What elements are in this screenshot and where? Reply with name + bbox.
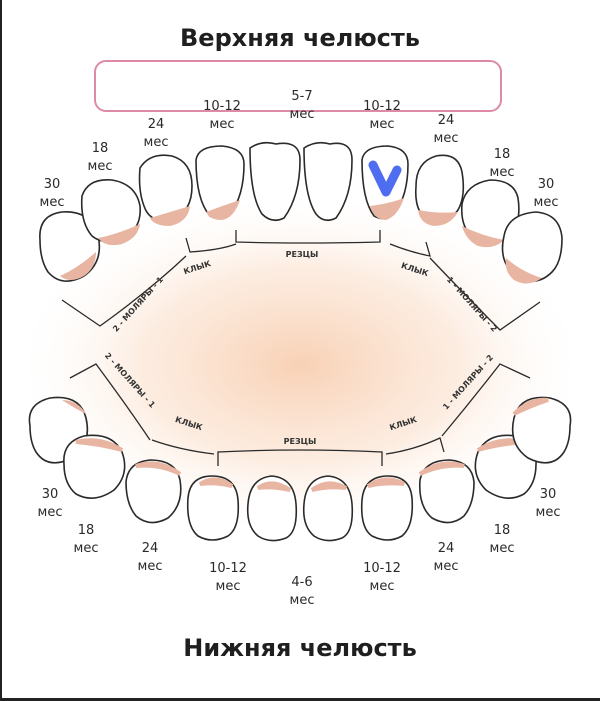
- left-border: [0, 0, 2, 701]
- age-value: 24: [148, 117, 165, 132]
- mouth-glow: [10, 190, 590, 540]
- age-value: 18: [78, 523, 95, 538]
- age-unit: мес: [534, 195, 559, 210]
- age-value: 24: [438, 541, 455, 556]
- upper-age-second-molar-left: 30 мес: [40, 177, 65, 210]
- age-value: 10-12: [203, 99, 241, 114]
- age-value: 10-12: [363, 99, 401, 114]
- age-unit: мес: [40, 195, 65, 210]
- age-value: 18: [494, 523, 511, 538]
- age-value: 30: [42, 487, 59, 502]
- upper-age-canine-left: 24 мес: [144, 117, 169, 150]
- age-unit: мес: [74, 541, 99, 556]
- lower-age-second-molar-right: 30 мес: [536, 487, 561, 520]
- lower-age-canine-left: 24 мес: [138, 541, 163, 574]
- age-value: 5-7: [291, 89, 312, 104]
- age-unit: мес: [370, 117, 395, 132]
- lower-tooth-second-molar-right: [511, 396, 572, 464]
- lower-age-first-molar-left: 18 мес: [74, 523, 99, 556]
- lower-age-lateral-left: 10-12 мес: [209, 561, 247, 594]
- upper-tooth-second-molar-right: [501, 211, 563, 284]
- upper-age-labels: 5-7 мес 10-12 мес 10-12 мес 24 мес 24 ме…: [40, 89, 559, 210]
- group-brackets: [61, 230, 541, 466]
- age-unit: мес: [210, 117, 235, 132]
- lower-incisors-label: РЕЗЦЫ: [284, 437, 317, 446]
- upper-jaw-title: Верхняя челюсть: [180, 24, 420, 52]
- age-unit: мес: [38, 505, 63, 520]
- lower-tooth-canine-right: [418, 459, 475, 524]
- upper-canine-left-bracket: [185, 237, 237, 253]
- lower-age-central: 4-6 мес: [290, 575, 315, 608]
- highlight-box: [94, 60, 502, 112]
- lower-age-canine-right: 24 мес: [434, 541, 459, 574]
- lower-canine-right-bracket: [385, 437, 445, 455]
- age-unit: мес: [490, 165, 515, 180]
- lower-tooth-first-molar-left: [63, 434, 126, 499]
- age-value: 30: [540, 487, 557, 502]
- upper-age-canine-right: 24 мес: [434, 113, 459, 146]
- upper-tooth-second-molar-left: [39, 211, 101, 282]
- lower-tooth-central-incisor-left: [246, 475, 298, 542]
- age-unit: мес: [290, 107, 315, 122]
- lower-age-labels: 4-6 мес 10-12 мес 10-12 мес 24 мес 24 ме…: [38, 487, 561, 608]
- upper-incisors-bracket: [235, 230, 381, 244]
- upper-molars-left-bracket: [61, 255, 187, 327]
- upper-age-central: 5-7 мес: [290, 89, 315, 122]
- upper-molars-right-bracket: [429, 257, 541, 331]
- lower-age-first-molar-right: 18 мес: [490, 523, 515, 556]
- lower-tooth-canine-left: [125, 459, 182, 524]
- age-unit: мес: [536, 505, 561, 520]
- age-unit: мес: [290, 593, 315, 608]
- upper-age-first-molar-left: 18 мес: [88, 141, 113, 174]
- lower-age-lateral-right: 10-12 мес: [363, 561, 401, 594]
- lower-tooth-lateral-incisor-left: [186, 475, 240, 541]
- lower-molars-right-bracket: [441, 363, 531, 437]
- age-value: 30: [44, 177, 61, 192]
- upper-tooth-central-incisor-right: [303, 141, 353, 222]
- age-value: 10-12: [209, 561, 247, 576]
- lower-incisors-bracket: [217, 449, 383, 466]
- upper-tooth-canine-left: [138, 154, 193, 226]
- upper-age-lateral-left: 10-12 мес: [203, 99, 241, 132]
- age-value: 4-6: [291, 575, 312, 590]
- upper-age-second-molar-right: 30 мес: [534, 177, 559, 210]
- upper-age-lateral-right: 10-12 мес: [363, 99, 401, 132]
- upper-age-first-molar-right: 18 мес: [490, 147, 515, 180]
- lower-teeth: [28, 396, 572, 542]
- lower-age-second-molar-left: 30 мес: [38, 487, 63, 520]
- age-unit: мес: [216, 579, 241, 594]
- age-value: 30: [538, 177, 555, 192]
- lower-molars-left-bracket: [69, 363, 151, 441]
- age-unit: мес: [490, 541, 515, 556]
- lower-jaw-title: Нижняя челюсть: [183, 634, 417, 662]
- age-unit: мес: [138, 559, 163, 574]
- age-unit: мес: [370, 579, 395, 594]
- upper-tooth-lateral-incisor-left: [195, 145, 245, 220]
- age-value: 10-12: [363, 561, 401, 576]
- age-unit: мес: [434, 559, 459, 574]
- age-unit: мес: [88, 159, 113, 174]
- upper-tooth-first-molar-left: [80, 179, 141, 246]
- age-value: 18: [92, 141, 109, 156]
- bottom-border: [0, 698, 600, 701]
- upper-incisors-label: РЕЗЦЫ: [286, 250, 319, 259]
- age-unit: мес: [144, 135, 169, 150]
- checkmark-icon: [368, 160, 402, 197]
- age-value: 24: [142, 541, 159, 556]
- upper-tooth-canine-right: [414, 154, 465, 226]
- upper-teeth: [39, 141, 563, 284]
- lower-tooth-central-incisor-right: [302, 475, 354, 542]
- age-unit: мес: [434, 131, 459, 146]
- lower-tooth-lateral-incisor-right: [360, 475, 414, 541]
- age-value: 24: [438, 113, 455, 128]
- lower-canine-left-bracket: [151, 439, 215, 455]
- age-value: 18: [494, 147, 511, 162]
- upper-tooth-central-incisor-left: [249, 141, 301, 222]
- upper-canine-right-bracket: [389, 241, 431, 257]
